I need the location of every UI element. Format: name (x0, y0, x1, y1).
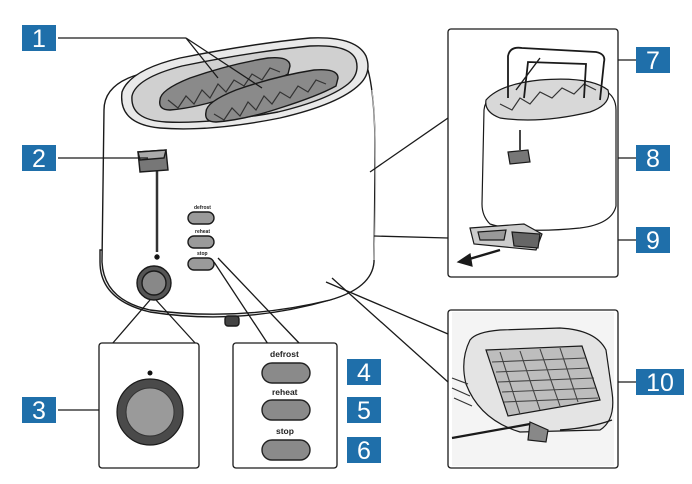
callouts: 1 2 3 4 5 6 7 8 9 10 (22, 25, 684, 465)
defrost-button (261, 362, 311, 384)
svg-text:1: 1 (32, 25, 46, 53)
svg-text:2: 2 (32, 145, 46, 173)
detail-underside-panel (447, 309, 619, 469)
svg-text:8: 8 (646, 145, 660, 173)
callout-2: 2 (22, 145, 56, 173)
svg-text:5: 5 (357, 397, 371, 425)
callout-1: 1 (22, 25, 56, 53)
svg-text:7: 7 (646, 47, 660, 75)
main-defrost-label: defrost (194, 205, 211, 211)
svg-text:4: 4 (357, 359, 371, 387)
detail-dial-panel (98, 342, 200, 469)
callout-6: 6 (347, 437, 381, 465)
svg-text:6: 6 (357, 437, 371, 465)
callout-7: 7 (636, 47, 670, 75)
reheat-label: reheat (272, 387, 298, 397)
dial-knob-inner (125, 387, 175, 437)
svg-text:10: 10 (646, 369, 674, 397)
callout-10: 10 (636, 369, 684, 397)
main-stop-label: stop (197, 251, 208, 257)
defrost-label: defrost (270, 349, 299, 359)
callout-4: 4 (347, 359, 381, 387)
toaster-main (99, 37, 377, 327)
detail-top-panel (447, 28, 619, 278)
svg-text:3: 3 (32, 397, 46, 425)
stop-button (261, 439, 311, 461)
callout-8: 8 (636, 145, 670, 173)
main-reheat-label: reheat (195, 229, 210, 235)
reheat-button (261, 399, 311, 421)
callout-9: 9 (636, 227, 670, 255)
dial-indicator-dot (147, 370, 153, 376)
callout-3: 3 (22, 397, 56, 425)
stop-label: stop (276, 426, 294, 436)
callout-5: 5 (347, 397, 381, 425)
svg-text:9: 9 (646, 227, 660, 255)
detail-buttons-panel (232, 342, 338, 469)
